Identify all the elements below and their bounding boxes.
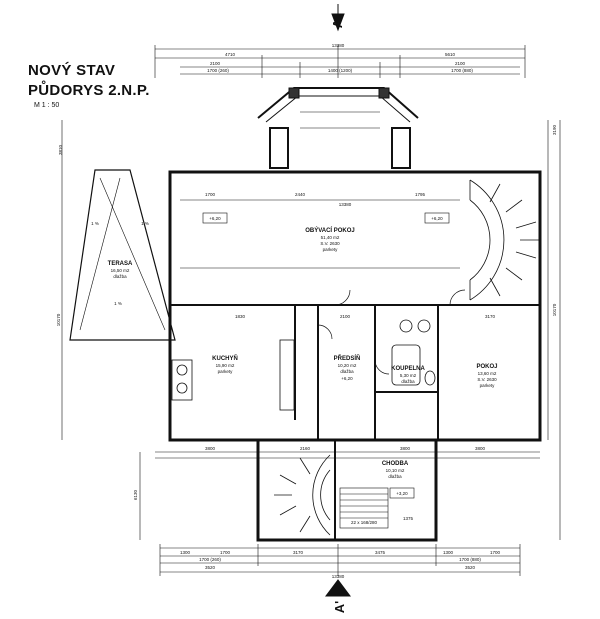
plan-title: NOVÝ STAV	[28, 62, 116, 79]
svg-text:KUCHYŇ: KUCHYŇ	[212, 354, 238, 362]
svg-text:3475: 3475	[375, 550, 386, 555]
terrace: TERASA 16,50 m2 dlažba 1 % 1 % 1 %	[69, 169, 176, 341]
svg-text:13380: 13380	[339, 202, 352, 207]
plan-subtitle: PŮDORYS 2.N.P.	[28, 82, 150, 99]
svg-text:4710: 4710	[225, 52, 236, 57]
room-obyvaci-pokoj: OBÝVACÍ POKOJ 51,40 m2 S.V. 2630 parkety	[305, 226, 355, 252]
level-tags	[202, 212, 450, 499]
section-marker-top: A'	[330, 4, 345, 32]
dimension-lines-bottom	[155, 451, 540, 576]
svg-text:5,30 m2: 5,30 m2	[400, 373, 417, 378]
svg-text:1700: 1700	[205, 192, 216, 197]
svg-text:3800: 3800	[205, 446, 216, 451]
room-predsin: PŘEDSÍŇ 10,20 m2 dlažba +6,20	[334, 354, 361, 381]
svg-text:PŘEDSÍŇ: PŘEDSÍŇ	[334, 354, 361, 362]
room-koupelna: KOUPELNA 5,30 m2 dlažba	[391, 366, 425, 384]
interior-walls	[170, 199, 540, 540]
room-pokoj: POKOJ 13,60 m2 S.V. 2630 parkety	[476, 364, 497, 388]
svg-text:1795: 1795	[415, 192, 426, 197]
svg-text:1400 (1200): 1400 (1200)	[328, 68, 353, 73]
svg-text:A': A'	[332, 601, 347, 613]
svg-text:dlažba: dlažba	[388, 474, 402, 479]
svg-text:10170: 10170	[56, 313, 61, 326]
spiral-stair-upper	[469, 179, 540, 301]
svg-text:10,10 m2: 10,10 m2	[386, 468, 405, 473]
svg-text:3800: 3800	[400, 446, 411, 451]
svg-text:dlažba: dlažba	[401, 379, 415, 384]
svg-text:1 %: 1 %	[114, 301, 122, 306]
svg-text:15,90 m2: 15,90 m2	[216, 363, 235, 368]
svg-text:KOUPELNA: KOUPELNA	[391, 366, 425, 372]
svg-text:3190: 3190	[552, 124, 557, 135]
corridor-stair: 22 x 168/280	[339, 487, 389, 529]
room-chodba: CHODBA 10,10 m2 dlažba	[382, 461, 409, 479]
svg-text:1300: 1300	[180, 550, 191, 555]
svg-text:10170: 10170	[552, 303, 557, 316]
svg-text:+6,20: +6,20	[341, 376, 353, 381]
dimension-lines-side	[61, 120, 561, 540]
svg-text:16,50 m2: 16,50 m2	[111, 268, 130, 273]
svg-text:CHODBA: CHODBA	[382, 461, 409, 467]
bay-window	[257, 87, 419, 169]
svg-text:1700 (260): 1700 (260)	[207, 68, 229, 73]
svg-text:TERASA: TERASA	[108, 261, 133, 267]
svg-text:parkety: parkety	[218, 369, 234, 374]
svg-text:+3,20: +3,20	[396, 491, 408, 496]
svg-text:S.V. 2630: S.V. 2630	[477, 377, 497, 382]
plan-scale: M 1 : 50	[34, 102, 60, 109]
svg-text:13,60 m2: 13,60 m2	[478, 371, 497, 376]
svg-text:1700: 1700	[220, 550, 231, 555]
svg-text:5610: 5610	[445, 52, 456, 57]
svg-text:parkety: parkety	[323, 247, 339, 252]
svg-text:2440: 2440	[295, 192, 306, 197]
svg-text:2100: 2100	[455, 61, 466, 66]
svg-text:1 %: 1 %	[141, 221, 149, 226]
svg-text:1700 (880): 1700 (880)	[459, 557, 481, 562]
svg-text:3520: 3520	[205, 565, 216, 570]
svg-text:A': A'	[330, 16, 345, 28]
svg-text:1700 (260): 1700 (260)	[199, 557, 221, 562]
svg-text:3800: 3800	[475, 446, 486, 451]
section-marker-bottom: A'	[325, 579, 351, 613]
svg-text:3520: 3520	[465, 565, 476, 570]
svg-text:3810: 3810	[58, 144, 63, 155]
svg-text:1700 (880): 1700 (880)	[451, 68, 473, 73]
room-kuchyn: KUCHYŇ 15,90 m2 parkety	[212, 354, 238, 374]
svg-text:S.V. 2630: S.V. 2630	[320, 241, 340, 246]
svg-text:6130: 6130	[133, 489, 138, 500]
svg-text:2160: 2160	[300, 446, 311, 451]
svg-text:2100: 2100	[340, 314, 351, 319]
svg-text:OBÝVACÍ POKOJ: OBÝVACÍ POKOJ	[305, 226, 355, 234]
svg-text:POKOJ: POKOJ	[476, 364, 497, 370]
svg-text:3170: 3170	[293, 550, 304, 555]
svg-text:+6,20: +6,20	[431, 216, 443, 221]
dimension-lines-top	[154, 45, 526, 78]
svg-text:1300: 1300	[443, 550, 454, 555]
kitchen-counter	[171, 339, 295, 411]
svg-text:1375: 1375	[403, 516, 414, 521]
svg-text:1700: 1700	[490, 550, 501, 555]
svg-text:parkety: parkety	[480, 383, 496, 388]
svg-text:3170: 3170	[485, 314, 496, 319]
svg-text:51,40 m2: 51,40 m2	[321, 235, 340, 240]
svg-text:+6,20: +6,20	[209, 216, 221, 221]
svg-text:dlažba: dlažba	[113, 274, 127, 279]
bathroom-fixtures	[391, 319, 436, 386]
svg-text:dlažba: dlažba	[340, 369, 354, 374]
svg-text:2100: 2100	[210, 61, 221, 66]
svg-text:10,20 m2: 10,20 m2	[338, 363, 357, 368]
svg-text:22 x 168/280: 22 x 168/280	[351, 520, 378, 525]
spiral-stair-lower	[274, 454, 331, 536]
svg-text:13380: 13380	[332, 43, 345, 48]
svg-text:1830: 1830	[235, 314, 246, 319]
svg-text:1 %: 1 %	[91, 221, 99, 226]
svg-text:13380: 13380	[332, 574, 345, 579]
doors	[317, 289, 466, 375]
